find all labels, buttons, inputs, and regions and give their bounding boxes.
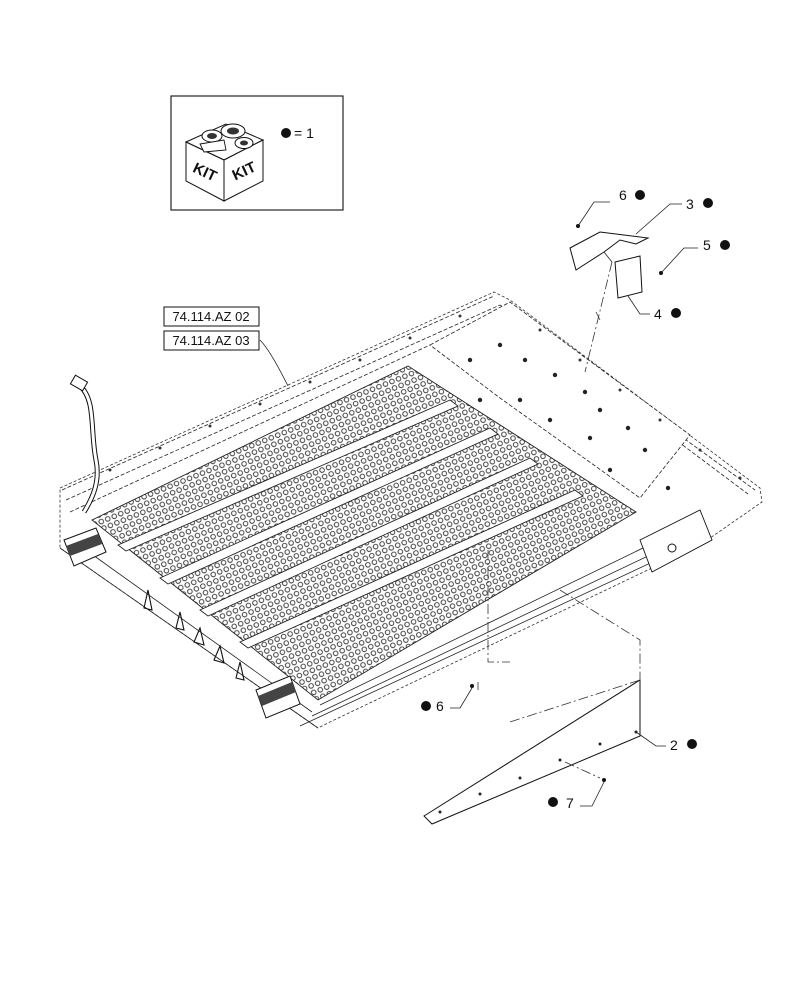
callout-7-number: 7 bbox=[566, 795, 574, 811]
kit-dot-icon bbox=[281, 128, 291, 138]
callout-5-number: 5 bbox=[703, 237, 711, 253]
frame-assembly bbox=[59, 291, 763, 729]
reference-leader bbox=[259, 339, 289, 387]
plate-bolts bbox=[467, 342, 671, 491]
callout-3-number: 3 bbox=[686, 196, 694, 212]
reference-link-1[interactable]: 74.114.AZ 02 bbox=[172, 309, 249, 324]
rail-holes bbox=[108, 314, 742, 480]
reference-link-2[interactable]: 74.114.AZ 03 bbox=[172, 333, 249, 348]
step-right bbox=[255, 675, 301, 719]
callout-6-bottom-number: 6 bbox=[436, 698, 444, 714]
kit-box-icon: KIT KIT bbox=[184, 123, 265, 202]
callout-6-top-number: 6 bbox=[619, 187, 627, 203]
kit-equation: = 1 bbox=[294, 125, 314, 141]
callout-2-dot-icon bbox=[687, 739, 697, 749]
assembly-lines bbox=[477, 261, 641, 779]
kit-legend: KIT KIT = 1 bbox=[170, 95, 344, 211]
deck-strips bbox=[117, 399, 584, 649]
part-2-panel bbox=[423, 679, 641, 825]
callout-7-dot-icon bbox=[548, 797, 558, 807]
reference-box-1[interactable] bbox=[163, 306, 260, 327]
mesh-deck bbox=[91, 365, 637, 701]
step-left bbox=[63, 527, 107, 567]
part-4-plate bbox=[614, 255, 643, 299]
callouts: 6 3 5 4 6 2 7 bbox=[421, 187, 730, 811]
part-3-bracket bbox=[569, 231, 650, 271]
callout-2-number: 2 bbox=[670, 737, 678, 753]
callout-3-dot-icon bbox=[703, 198, 713, 208]
reference-labels: 74.114.AZ 02 74.114.AZ 03 bbox=[163, 306, 289, 387]
reference-box-2[interactable] bbox=[163, 330, 260, 351]
callout-6-top-dot-icon bbox=[635, 190, 645, 200]
callout-4-dot-icon bbox=[671, 308, 681, 318]
fittings bbox=[143, 589, 245, 681]
callout-6-bottom-dot-icon bbox=[421, 701, 431, 711]
callout-4-number: 4 bbox=[654, 306, 662, 322]
callout-5-dot-icon bbox=[720, 240, 730, 250]
